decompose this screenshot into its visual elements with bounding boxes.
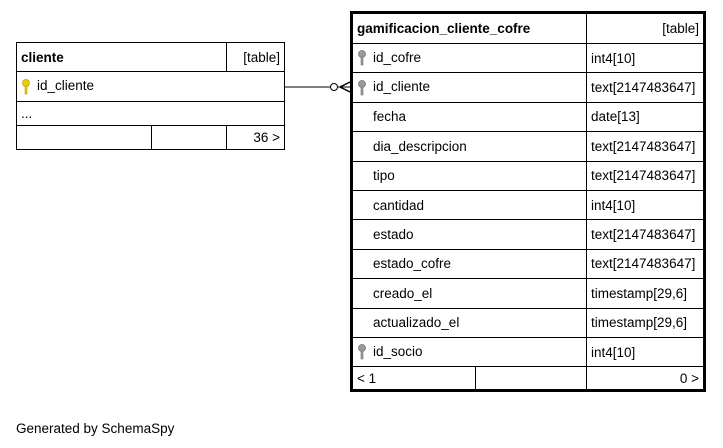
- column-type: text[2147483647]: [586, 72, 705, 103]
- column-row: fecha date[13]: [351, 101, 705, 133]
- table-footer-row: < 1 0 >: [351, 366, 705, 392]
- primary-key-icon: [22, 78, 30, 95]
- column-name-cell: id_socio: [351, 336, 587, 368]
- column-type: date[13]: [586, 101, 705, 133]
- column-type: int4[10]: [586, 42, 705, 74]
- table-kind: [table]: [586, 12, 705, 44]
- column-type: text[2147483647]: [586, 219, 705, 250]
- column-name-cell: dia_descripcion: [351, 131, 587, 162]
- column-name-cell: estado: [351, 219, 587, 250]
- column-type: text[2147483647]: [586, 248, 705, 280]
- column-row: actualizado_el timestamp[29,6]: [351, 307, 705, 338]
- column-row: creado_el timestamp[29,6]: [351, 278, 705, 309]
- column-name-cell: fecha: [351, 101, 587, 133]
- column-name: id_cliente: [37, 78, 95, 94]
- column-name: fecha: [373, 109, 407, 125]
- column-name: id_cliente: [373, 79, 431, 95]
- footer-left: [16, 125, 152, 150]
- column-row: estado text[2147483647]: [351, 219, 705, 250]
- column-type: int4[10]: [586, 189, 705, 221]
- footer-child-count[interactable]: 0 >: [586, 366, 705, 392]
- column-name: id_cofre: [373, 49, 422, 65]
- column-type: int4[10]: [586, 336, 705, 368]
- table-gamificacion-cliente-cofre[interactable]: gamificacion_cliente_cofre [table] id_co…: [350, 11, 706, 393]
- column-type: timestamp[29,6]: [586, 278, 705, 309]
- generated-by-text: Generated by SchemaSpy: [16, 421, 175, 436]
- column-row: tipo text[2147483647]: [351, 160, 705, 191]
- column-name-cell: creado_el: [351, 278, 587, 309]
- column-name-cell: estado_cofre: [351, 248, 587, 280]
- column-type: text[2147483647]: [586, 160, 705, 191]
- column-row: id_cofre int4[10]: [351, 42, 705, 74]
- column-row: cantidad int4[10]: [351, 189, 705, 221]
- column-name: estado_cofre: [373, 256, 452, 272]
- column-name-cell: tipo: [351, 160, 587, 191]
- column-row: dia_descripcion text[2147483647]: [351, 131, 705, 162]
- column-name-cell: actualizado_el: [351, 307, 587, 338]
- column-type: timestamp[29,6]: [586, 307, 705, 338]
- column-row: id_socio int4[10]: [351, 336, 705, 368]
- column-row: id_cliente text[2147483647]: [351, 72, 705, 103]
- column-name: cantidad: [373, 197, 425, 213]
- zero-optional-marker: [330, 83, 338, 91]
- table-cliente[interactable]: cliente [table] id_cliente ... 36 >: [16, 42, 285, 150]
- column-row: estado_cofre text[2147483647]: [351, 248, 705, 280]
- column-name-cell: cantidad: [351, 189, 587, 221]
- column-name: tipo: [373, 168, 395, 184]
- foreign-key-icon: [358, 79, 366, 96]
- crows-foot-upper: [339, 81, 351, 88]
- ellipsis-row: ...: [16, 101, 285, 126]
- footer-middle: [150, 125, 228, 150]
- column-type: text[2147483647]: [586, 131, 705, 162]
- footer-middle: [475, 366, 587, 392]
- column-name-cell: id_cofre: [351, 42, 587, 74]
- crows-foot-lower: [339, 86, 351, 93]
- table-name: cliente: [16, 42, 227, 72]
- table-kind: [table]: [226, 42, 285, 72]
- column-name: actualizado_el: [373, 315, 460, 331]
- foreign-key-icon: [358, 50, 366, 66]
- footer-parent-count[interactable]: < 1: [351, 366, 476, 392]
- column-name: dia_descripcion: [373, 138, 467, 154]
- table-name: gamificacion_cliente_cofre: [351, 12, 587, 44]
- column-name-cell: id_cliente: [351, 72, 587, 103]
- foreign-key-icon: [358, 344, 366, 360]
- column-row: id_cliente: [16, 71, 285, 102]
- column-name: creado_el: [373, 285, 433, 301]
- column-name: id_socio: [373, 343, 423, 359]
- column-name: estado: [373, 227, 414, 243]
- footer-child-count[interactable]: 36 >: [226, 125, 285, 150]
